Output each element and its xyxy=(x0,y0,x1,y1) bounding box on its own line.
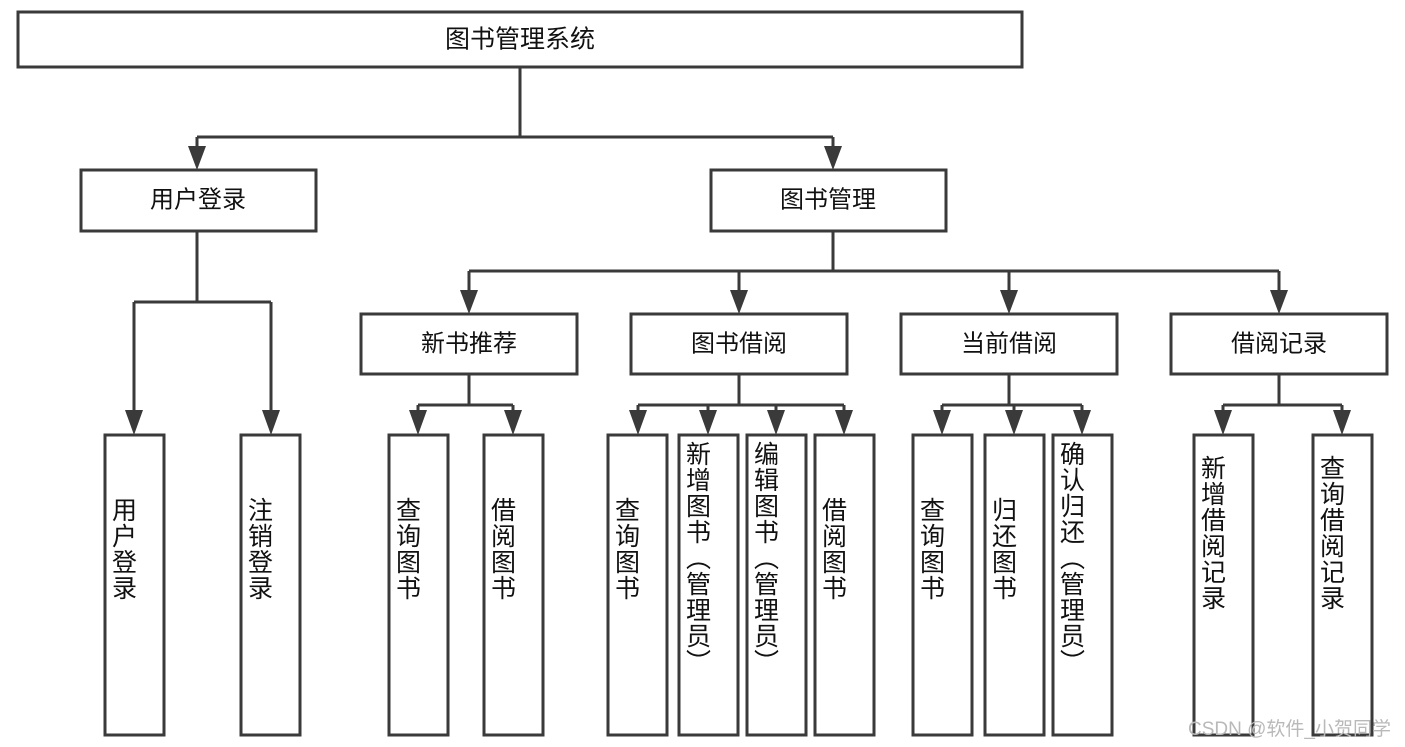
node-user-login-label: 用户登录 xyxy=(150,186,246,213)
node-new-book-rec-box[interactable] xyxy=(359,312,579,376)
arrow-head-leaf-query-record xyxy=(1333,410,1351,435)
arrow-head-leaf-add-book xyxy=(699,410,717,435)
node-user-login[interactable]: 用户登录 xyxy=(79,168,318,233)
arrow-head-leaf-return-book xyxy=(1005,410,1023,435)
node-leaf-borrow-book-2-box[interactable] xyxy=(813,433,876,737)
node-book-borrow-box[interactable] xyxy=(629,312,849,376)
edge-book-borrow-to-leaves xyxy=(629,374,853,435)
arrow-head-leaf-query-book-2 xyxy=(629,410,647,435)
edge-borrow-record-to-leaves xyxy=(1214,374,1351,435)
arrow-head-leaf-confirm-return xyxy=(1073,410,1091,435)
node-borrow-record-box[interactable] xyxy=(1169,312,1389,376)
arrow-head-current-borrow xyxy=(1000,290,1018,314)
edge-book-manage-to-level3 xyxy=(460,231,1288,314)
node-leaf-query-book-1-box[interactable] xyxy=(387,433,450,737)
node-leaf-logout-box[interactable] xyxy=(239,433,302,737)
node-leaf-query-book-3-box[interactable] xyxy=(911,433,974,737)
edge-current-borrow-to-leaves xyxy=(933,374,1091,435)
node-book-borrow-label: 图书借阅 xyxy=(691,330,787,357)
node-new-book-rec[interactable]: 新书推荐 xyxy=(359,312,579,376)
node-current-borrow-label: 当前借阅 xyxy=(961,330,1057,357)
node-root-label: 图书管理系统 xyxy=(445,26,595,54)
arrow-head-book-borrow xyxy=(730,290,748,314)
node-borrow-record-label: 借阅记录 xyxy=(1231,330,1327,357)
node-leaf-confirm-return-box[interactable] xyxy=(1051,433,1114,737)
arrow-head-leaf-edit-book xyxy=(767,410,785,435)
edge-user-login-to-leaves xyxy=(125,231,280,435)
node-leaf-borrow-book-1-box[interactable] xyxy=(482,433,545,737)
node-leaf-return-book-box[interactable] xyxy=(983,433,1046,737)
node-book-borrow[interactable]: 图书借阅 xyxy=(629,312,849,376)
arrow-head-leaf-user-login xyxy=(125,410,143,435)
arrow-head-borrow-record xyxy=(1270,290,1288,314)
node-book-manage-label: 图书管理 xyxy=(780,186,876,213)
arrow-head-leaf-query-book-3 xyxy=(933,410,951,435)
arrow-head-leaf-query-book-1 xyxy=(409,410,427,435)
arrow-head-leaf-logout xyxy=(262,410,280,435)
arrow-head-book-manage xyxy=(824,146,842,170)
node-leaf-edit-book-box[interactable] xyxy=(745,433,808,737)
node-new-book-rec-label: 新书推荐 xyxy=(421,330,517,357)
node-book-manage-box[interactable] xyxy=(709,168,948,233)
node-current-borrow[interactable]: 当前借阅 xyxy=(899,312,1119,376)
node-current-borrow-box[interactable] xyxy=(899,312,1119,376)
edge-root-to-level2 xyxy=(188,67,842,170)
arrow-head-user-login xyxy=(188,146,206,170)
arrow-head-leaf-borrow-book-1 xyxy=(504,410,522,435)
node-user-login-box[interactable] xyxy=(79,168,318,233)
arrow-head-leaf-add-record xyxy=(1214,410,1232,435)
node-borrow-record[interactable]: 借阅记录 xyxy=(1169,312,1389,376)
arrow-head-leaf-borrow-book-2 xyxy=(835,410,853,435)
node-leaf-add-book-box[interactable] xyxy=(677,433,740,737)
node-leaf-query-book-2-box[interactable] xyxy=(606,433,669,737)
edge-new-book-rec-to-leaves xyxy=(409,374,522,435)
node-leaf-user-login-box[interactable] xyxy=(103,433,166,737)
leaf-node-boxes xyxy=(103,433,1374,737)
node-book-manage[interactable]: 图书管理 xyxy=(709,168,948,233)
node-leaf-add-record-box[interactable] xyxy=(1192,433,1255,737)
node-root-box[interactable] xyxy=(16,10,1024,69)
arrow-head-new-book-rec xyxy=(460,290,478,314)
node-root[interactable]: 图书管理系统 xyxy=(16,10,1024,69)
node-leaf-query-record-box[interactable] xyxy=(1311,433,1374,737)
